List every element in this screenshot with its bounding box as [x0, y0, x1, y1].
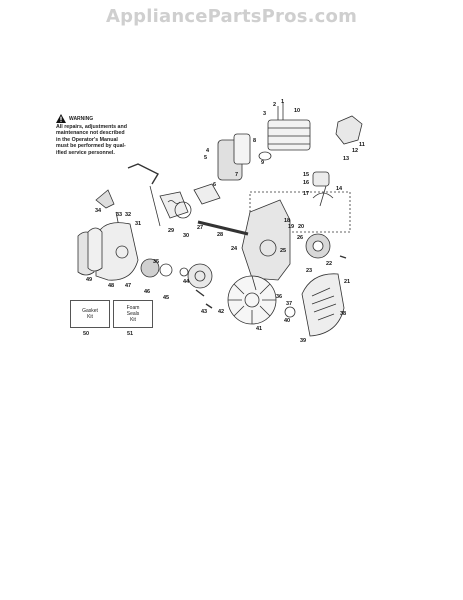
kit-label-line: Kit: [87, 314, 93, 320]
part-number: 11: [359, 142, 365, 148]
part-number: 2: [273, 102, 276, 108]
warning-line: All repairs, adjustments and: [56, 124, 127, 130]
part-number: 19: [288, 224, 294, 230]
part-number: 35: [153, 259, 159, 265]
part-number: 9: [261, 160, 264, 166]
kit-label-line: Seals: [126, 311, 140, 317]
part-number: 13: [343, 156, 349, 162]
gasket-kit-number: 50: [83, 331, 90, 337]
fan-impeller-part: [227, 275, 277, 325]
part-number: 42: [218, 309, 224, 315]
carburetor-part: [193, 183, 221, 205]
part-number: 49: [86, 277, 92, 283]
part-number: 12: [352, 148, 358, 154]
part-number: 28: [217, 232, 223, 238]
cylinder-part: [267, 119, 311, 151]
part-number: 26: [297, 235, 303, 241]
part-number: 29: [168, 228, 174, 234]
part-number: 40: [284, 318, 290, 324]
part-number: 44: [183, 279, 190, 285]
part-number: 15: [303, 172, 309, 178]
part-number: 14: [336, 186, 343, 192]
part-number: 24: [231, 246, 238, 252]
foam-seals-kit-box: Foam Seals Kit: [113, 300, 153, 328]
starter-housing-part: [95, 222, 139, 281]
gasket-kit-box: Gasket Kit: [70, 300, 110, 328]
warning-notice: WARNING All repairs, adjustments and mai…: [56, 114, 166, 156]
part-number: 18: [284, 218, 290, 224]
warning-text: All repairs, adjustments and maintenance…: [56, 124, 166, 156]
part-number: 16: [303, 180, 309, 186]
part-number: 27: [197, 225, 203, 231]
kit-label-line: Foam: [126, 305, 140, 311]
part-number: 31: [135, 221, 141, 227]
part-number: 43: [201, 309, 207, 315]
part-number: 33: [116, 212, 122, 218]
part-number: 38: [340, 311, 346, 317]
watermark: AppliancePartsPros.com: [105, 6, 358, 27]
part-number: 7: [235, 172, 238, 178]
part-number: 5: [204, 155, 207, 161]
part-number: 34: [95, 208, 102, 214]
piston-part: [312, 171, 330, 187]
part-number: 10: [294, 108, 300, 114]
part-number: 1: [281, 99, 284, 105]
part-number: 4: [206, 148, 210, 154]
warning-line: maintenance not described: [56, 130, 125, 137]
part-number: 37: [286, 301, 292, 307]
part-number: 32: [125, 212, 131, 218]
part-number: 46: [144, 289, 150, 295]
fan-housing-part: [301, 273, 345, 337]
part-number: 3: [263, 111, 266, 117]
part-number: 6: [213, 182, 216, 188]
part-number: 21: [344, 279, 350, 285]
part-number: 17: [303, 191, 309, 197]
part-number: 23: [306, 268, 312, 274]
part-number: 30: [183, 233, 189, 239]
part-number: 39: [300, 338, 306, 344]
part-number: 45: [163, 295, 169, 301]
kit-label-line: Gasket: [82, 308, 98, 314]
part-number: 47: [125, 283, 131, 289]
ignition-module-part: [335, 115, 363, 145]
part-number: 48: [108, 283, 114, 289]
kit-label-line: Kit: [130, 317, 136, 323]
warning-title: WARNING: [69, 115, 94, 122]
foam-seals-kit-number: 51: [127, 331, 134, 337]
part-number: 8: [253, 138, 256, 144]
part-number: 22: [326, 261, 332, 267]
warning-line: must be performed by qual-: [56, 143, 126, 150]
warning-line: in the Operator's Manual: [56, 136, 118, 143]
part-number: 41: [256, 326, 262, 332]
warning-triangle-icon: [56, 114, 66, 123]
part-number: 20: [298, 224, 304, 230]
part-number: 36: [276, 294, 282, 300]
warning-line: ified service personnel.: [56, 149, 115, 156]
part-number: 25: [280, 248, 286, 254]
